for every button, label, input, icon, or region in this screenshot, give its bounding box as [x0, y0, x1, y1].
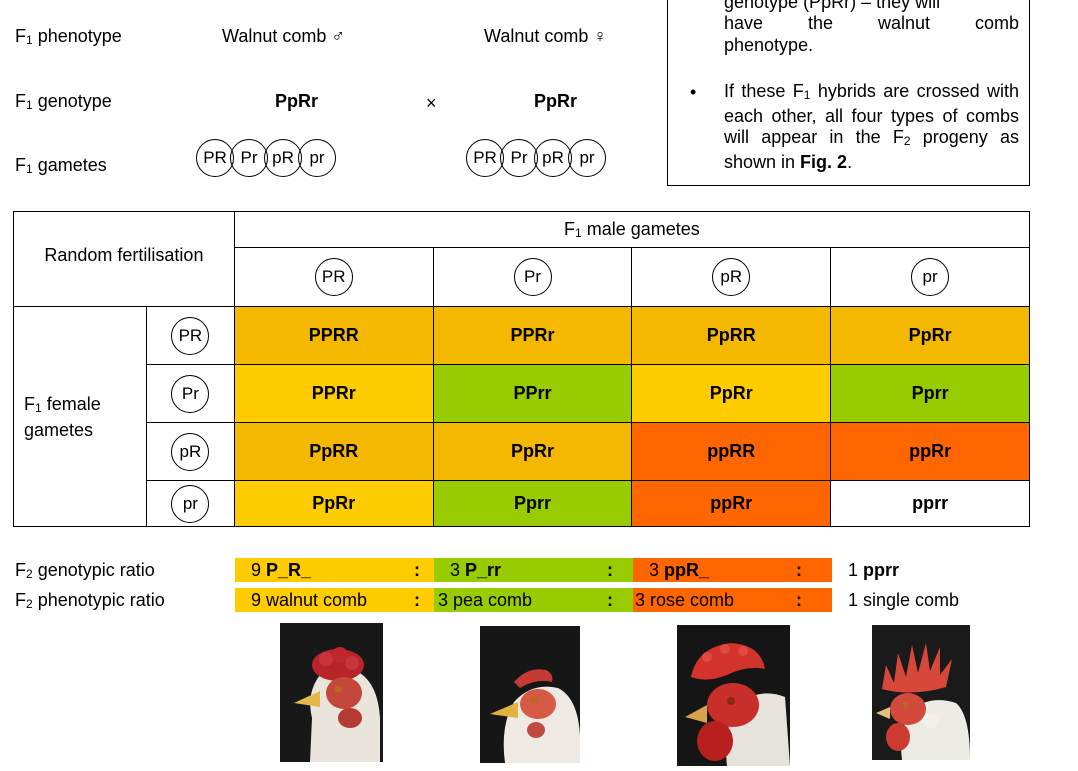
ratio-band-single-phenotype: 1 single comb: [848, 590, 960, 610]
gamete-circle: Pr: [230, 139, 268, 177]
gamete-circle: pr: [568, 139, 606, 177]
genotype-cell: PpRr: [233, 480, 434, 527]
genotype-cell: PpRR: [631, 306, 832, 365]
male-gamete-header: Pr: [432, 247, 633, 307]
walnut-comb-chicken-icon: [280, 623, 383, 762]
genotype-cell: PPRr: [432, 306, 633, 365]
f1-female-phenotype: Walnut comb ♀: [484, 26, 607, 46]
male-gametes-header: F1 male gametes: [233, 211, 1031, 248]
rose-comb-chicken-photo: [677, 625, 790, 766]
ratio-band-walnut-phenotype: 9 walnut comb :: [235, 588, 434, 612]
f1-genotype-label: F1 genotype: [15, 91, 112, 112]
f1-gametes-label: F1 gametes: [15, 155, 107, 176]
genotype-cell: ppRr: [830, 422, 1030, 481]
genotype-cell: ppRR: [631, 422, 832, 481]
note-line-3: phenotype.: [724, 35, 814, 55]
gamete-circle: pr: [298, 139, 336, 177]
genotype-cell: PpRr: [830, 306, 1030, 365]
ratio-band-rose-genotype: 3 ppR_ :: [633, 558, 832, 582]
f1-female-genotype: PpRr: [534, 91, 578, 111]
genotype-cell: PPrr: [432, 364, 633, 423]
f1-phenotype-label: F1 phenotype: [15, 26, 122, 47]
gamete-circle: PR: [466, 139, 504, 177]
rose-comb-chicken-icon: [677, 625, 790, 766]
female-gamete-circles: PR Pr pR pr: [466, 139, 606, 177]
male-gamete-header: pr: [830, 247, 1030, 307]
ratio-band-pea-genotype: 3 P_rr :: [434, 558, 633, 582]
bullet-icon: •: [690, 82, 697, 102]
gamete-circle: PR: [196, 139, 234, 177]
f1-male-genotype: PpRr: [275, 91, 319, 111]
female-gamete-header: pr: [145, 480, 235, 527]
note-line-1: genotype (PpRr) – they will: [724, 0, 941, 12]
punnett-square: Random fertilisation F1 male gametes PR …: [13, 211, 1031, 527]
genotype-cell: PpRr: [432, 422, 633, 481]
female-gamete-header: Pr: [145, 364, 235, 423]
explanation-box: genotype (PpRr) – they will have the wal…: [667, 0, 1030, 186]
pea-comb-chicken-photo: [480, 626, 580, 763]
note-bullet-text: If these F1 hybrids are crossed with eac…: [724, 81, 1019, 172]
ratio-band-rose-phenotype: 3 rose comb :: [633, 588, 832, 612]
f1-male-phenotype: Walnut comb ♂: [222, 26, 345, 46]
f2-genotypic-ratio-label: F2 genotypic ratio: [15, 560, 155, 581]
genotype-cell: Pprr: [432, 480, 633, 527]
female-gamete-header: pR: [145, 422, 235, 481]
genotype-cell: pprr: [830, 480, 1030, 527]
female-gamete-header: PR: [145, 306, 235, 365]
female-gametes-header: F1 female gametes: [13, 306, 147, 527]
single-comb-chicken-photo: [872, 625, 970, 760]
random-fertilisation-label: Random fertilisation: [13, 211, 235, 307]
male-gamete-circles: PR Pr pR pr: [196, 139, 336, 177]
genotype-cell: PpRr: [631, 364, 832, 423]
genotype-cell: Pprr: [830, 364, 1030, 423]
male-gamete-header: pR: [631, 247, 832, 307]
gamete-circle: pR: [534, 139, 572, 177]
genotype-cell: PPRr: [233, 364, 434, 423]
f2-phenotypic-ratio-label: F2 phenotypic ratio: [15, 590, 165, 611]
gamete-circle: Pr: [500, 139, 538, 177]
gamete-circle: pR: [264, 139, 302, 177]
pea-comb-chicken-icon: [480, 626, 580, 763]
ratio-band-pea-phenotype: 3 pea comb :: [434, 588, 633, 612]
single-comb-chicken-icon: [872, 625, 970, 760]
ratio-band-single-genotype: 1 pprr: [848, 560, 900, 580]
cross-sign: ×: [426, 93, 437, 113]
walnut-comb-chicken-photo: [280, 623, 383, 762]
note-line-2: have the walnut comb: [724, 13, 1019, 33]
genotype-cell: PpRR: [233, 422, 434, 481]
ratio-band-walnut-genotype: 9 P_R_ :: [235, 558, 434, 582]
genotype-cell: PPRR: [233, 306, 434, 365]
male-gamete-header: PR: [233, 247, 434, 307]
genotype-cell: ppRr: [631, 480, 832, 527]
